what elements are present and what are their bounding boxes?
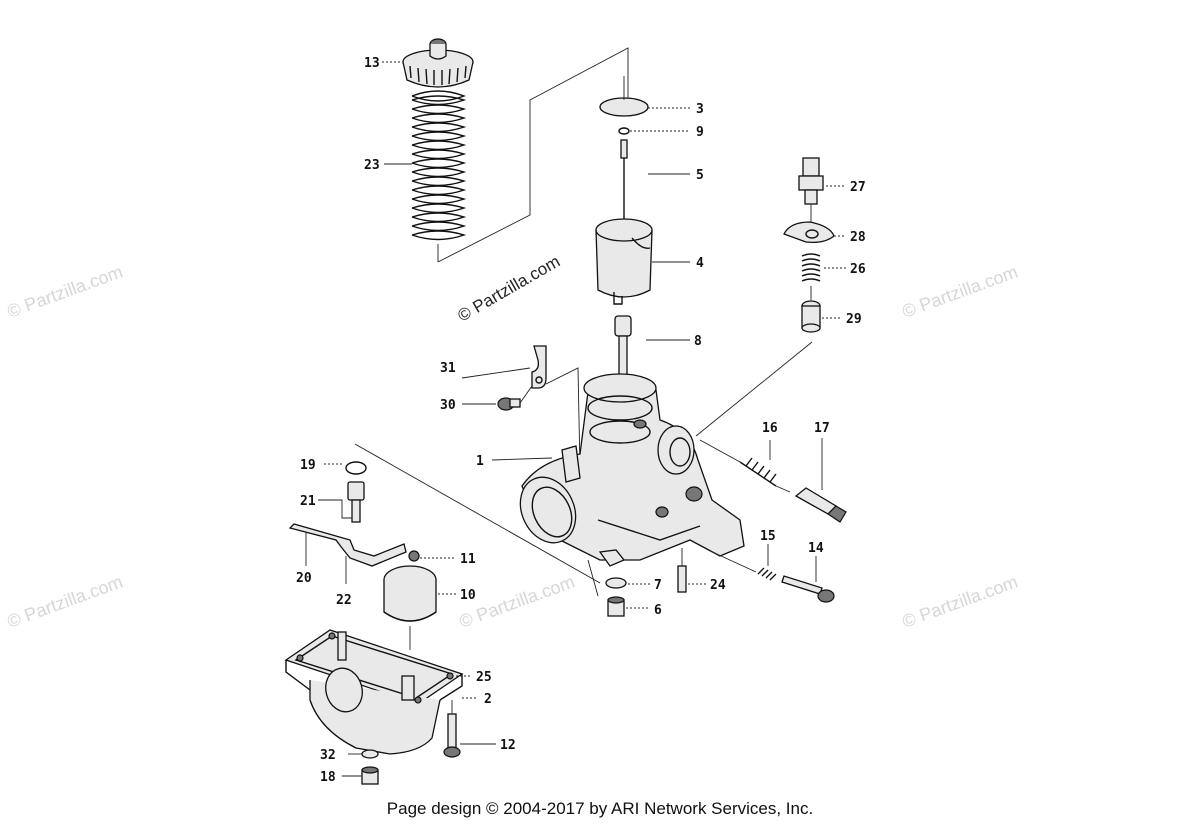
callout-27: 27 (850, 180, 866, 195)
callout-32: 32 (320, 748, 336, 763)
part-21-needle-valve (347, 481, 365, 523)
part-14-screw (781, 575, 835, 603)
spring-coil (411, 131, 467, 142)
spring-coil (411, 95, 467, 106)
callout-13: 13 (364, 56, 380, 71)
part-30-screw (497, 385, 533, 411)
part-2-float-bowl (284, 629, 464, 755)
part-3-plate (599, 76, 649, 117)
spring-coil (411, 203, 467, 214)
part-23-spring (411, 90, 467, 262)
callout-23: 23 (364, 158, 380, 173)
part-17-screw (775, 485, 847, 523)
callout-26: 26 (850, 262, 866, 277)
part-11-pin (408, 550, 420, 562)
callout-labels: 13 23 3 9 5 4 8 27 28 26 29 31 30 1 16 1… (296, 56, 866, 785)
callout-31: 31 (440, 361, 456, 376)
part-24-pin (677, 548, 687, 593)
watermark: © Partzilla.com (900, 261, 1021, 321)
spring-coil (411, 104, 467, 115)
part-13-cap (402, 38, 474, 88)
watermark: © Partzilla.com (5, 571, 126, 631)
callout-1: 1 (476, 454, 484, 469)
spring-coil (411, 122, 467, 133)
part-20-arm (288, 523, 407, 584)
footer-copyright: Page design © 2004-2017 by ARI Network S… (386, 799, 814, 818)
spring-coil (411, 194, 467, 205)
callout-6: 6 (654, 603, 662, 618)
callout-12: 12 (500, 738, 516, 753)
part-15-spring (707, 549, 777, 581)
spring-coil (411, 149, 467, 160)
part-10-float (383, 565, 437, 650)
part-28-gasket (783, 221, 835, 244)
callout-15: 15 (760, 529, 776, 544)
spring-coil (411, 221, 467, 232)
part-12-screw (443, 700, 461, 758)
callout-29: 29 (846, 312, 862, 327)
spring-coil (411, 140, 467, 151)
callout-11: 11 (460, 552, 476, 567)
part-29-plunger (801, 300, 821, 333)
callout-8: 8 (694, 334, 702, 349)
callout-24: 24 (710, 578, 726, 593)
callout-14: 14 (808, 541, 824, 556)
part-18-plug (361, 766, 379, 785)
callout-30: 30 (440, 398, 456, 413)
part-32-washer (361, 749, 379, 759)
part-1-carburetor-body (519, 341, 813, 597)
part-6-jet (607, 596, 625, 617)
spring-coil (411, 158, 467, 169)
part-5-needle (620, 139, 628, 222)
callout-leaders (305, 61, 846, 777)
part-26-spring (801, 253, 821, 300)
part-19-o-ring (345, 461, 367, 475)
callout-10: 10 (460, 588, 476, 603)
callout-9: 9 (696, 125, 704, 140)
callout-4: 4 (696, 256, 704, 271)
callout-5: 5 (696, 168, 704, 183)
callout-7: 7 (654, 578, 662, 593)
part-7-washer (605, 577, 627, 589)
watermark-center: © Partzilla.com (455, 252, 564, 326)
spring-coil (411, 230, 467, 241)
watermarks: © Partzilla.com © Partzilla.com © Partzi… (5, 252, 1021, 632)
callout-19: 19 (300, 458, 316, 473)
spring-coil (411, 212, 467, 223)
spring-coil (411, 185, 467, 196)
callout-2: 2 (484, 692, 492, 707)
part-9-clip (618, 127, 630, 135)
watermark: © Partzilla.com (5, 261, 126, 321)
part-16-spring (699, 439, 777, 487)
callout-25: 25 (476, 670, 492, 685)
part-27-fitting (798, 157, 824, 222)
spring-coil (411, 113, 467, 124)
callout-28: 28 (850, 230, 866, 245)
spring-coil (411, 176, 467, 187)
part-31-bracket (531, 345, 581, 471)
callout-22: 22 (336, 593, 352, 608)
part-4-slide (595, 218, 653, 305)
spring-coil (411, 167, 467, 178)
callout-16: 16 (762, 421, 778, 436)
callout-17: 17 (814, 421, 830, 436)
callout-3: 3 (696, 102, 704, 117)
callout-18: 18 (320, 770, 336, 785)
watermark: © Partzilla.com (900, 571, 1021, 631)
callout-21: 21 (300, 494, 316, 509)
callout-20: 20 (296, 571, 312, 586)
assembly-guide-line (437, 47, 629, 263)
assembly-guide-line (354, 443, 601, 584)
